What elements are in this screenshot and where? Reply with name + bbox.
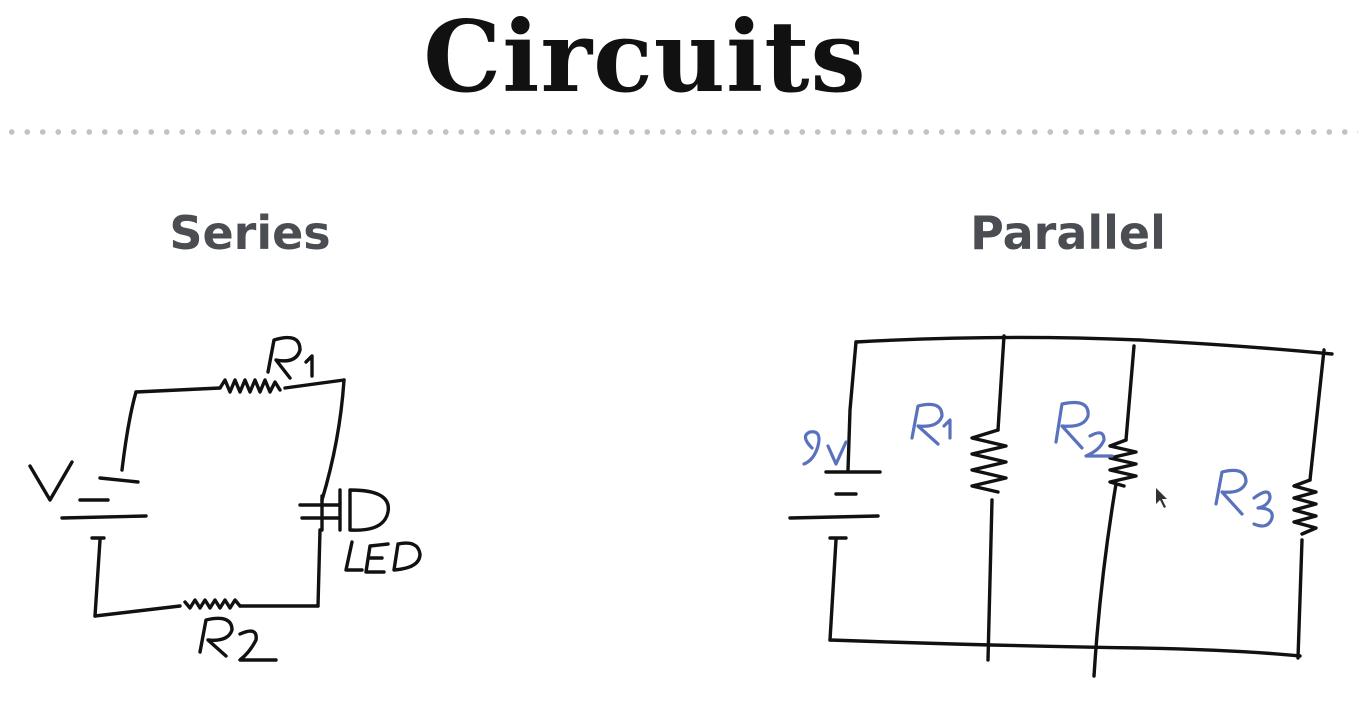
parallel-r1-wire-upper: [996, 334, 1006, 432]
parallel-left-wire-upper: [846, 340, 858, 472]
parallel-top-rail: [854, 335, 1334, 356]
led-symbol: [298, 488, 390, 532]
handwritten-label-r2-parallel: [1054, 400, 1114, 458]
dotted-divider: [4, 128, 1358, 136]
parallel-r3-wire-upper: [1308, 348, 1326, 482]
series-right-wire-lower: [316, 528, 322, 608]
series-circuit-diagram: [28, 335, 422, 662]
parallel-annotations: [802, 400, 1274, 528]
parallel-battery-symbol: [788, 470, 882, 540]
handwritten-label-9v: [802, 430, 848, 466]
series-heading: Series: [169, 206, 331, 260]
parallel-r2-wire-upper: [1124, 344, 1136, 442]
handwritten-label-r1-parallel: [910, 402, 952, 446]
parallel-r2-wire-lower: [1092, 482, 1118, 678]
series-left-wire-lower: [93, 538, 102, 618]
slide-title: Circuits: [423, 0, 867, 115]
parallel-circuit-diagram: [788, 334, 1334, 678]
series-right-wire-upper: [320, 378, 346, 502]
parallel-r2-resistor-symbol: [1108, 438, 1138, 488]
handwritten-label-led: [344, 540, 422, 574]
series-battery-symbol: [60, 476, 148, 540]
handwritten-label-r2-series: [198, 616, 278, 662]
handwritten-label-r3-parallel: [1214, 468, 1274, 528]
parallel-left-wire-lower: [828, 538, 838, 642]
series-r1-resistor-symbol: [218, 378, 282, 394]
handwritten-label-v: [28, 460, 74, 502]
series-top-wire: [134, 386, 222, 394]
parallel-r1-resistor-symbol: [970, 428, 1008, 494]
series-r2-resistor-symbol: [183, 598, 242, 610]
series-top-wire-right: [283, 378, 346, 390]
series-bottom-wire-left: [93, 604, 182, 618]
parallel-r1-wire-lower: [986, 498, 994, 662]
parallel-r3-wire-lower: [1296, 538, 1304, 660]
series-left-wire-upper: [120, 390, 138, 472]
mouse-cursor-icon: [1156, 488, 1167, 508]
parallel-heading: Parallel: [970, 206, 1166, 260]
parallel-r3-resistor-symbol: [1292, 478, 1318, 536]
handwritten-label-r1-series: [266, 335, 314, 380]
parallel-bottom-rail: [828, 638, 1302, 658]
